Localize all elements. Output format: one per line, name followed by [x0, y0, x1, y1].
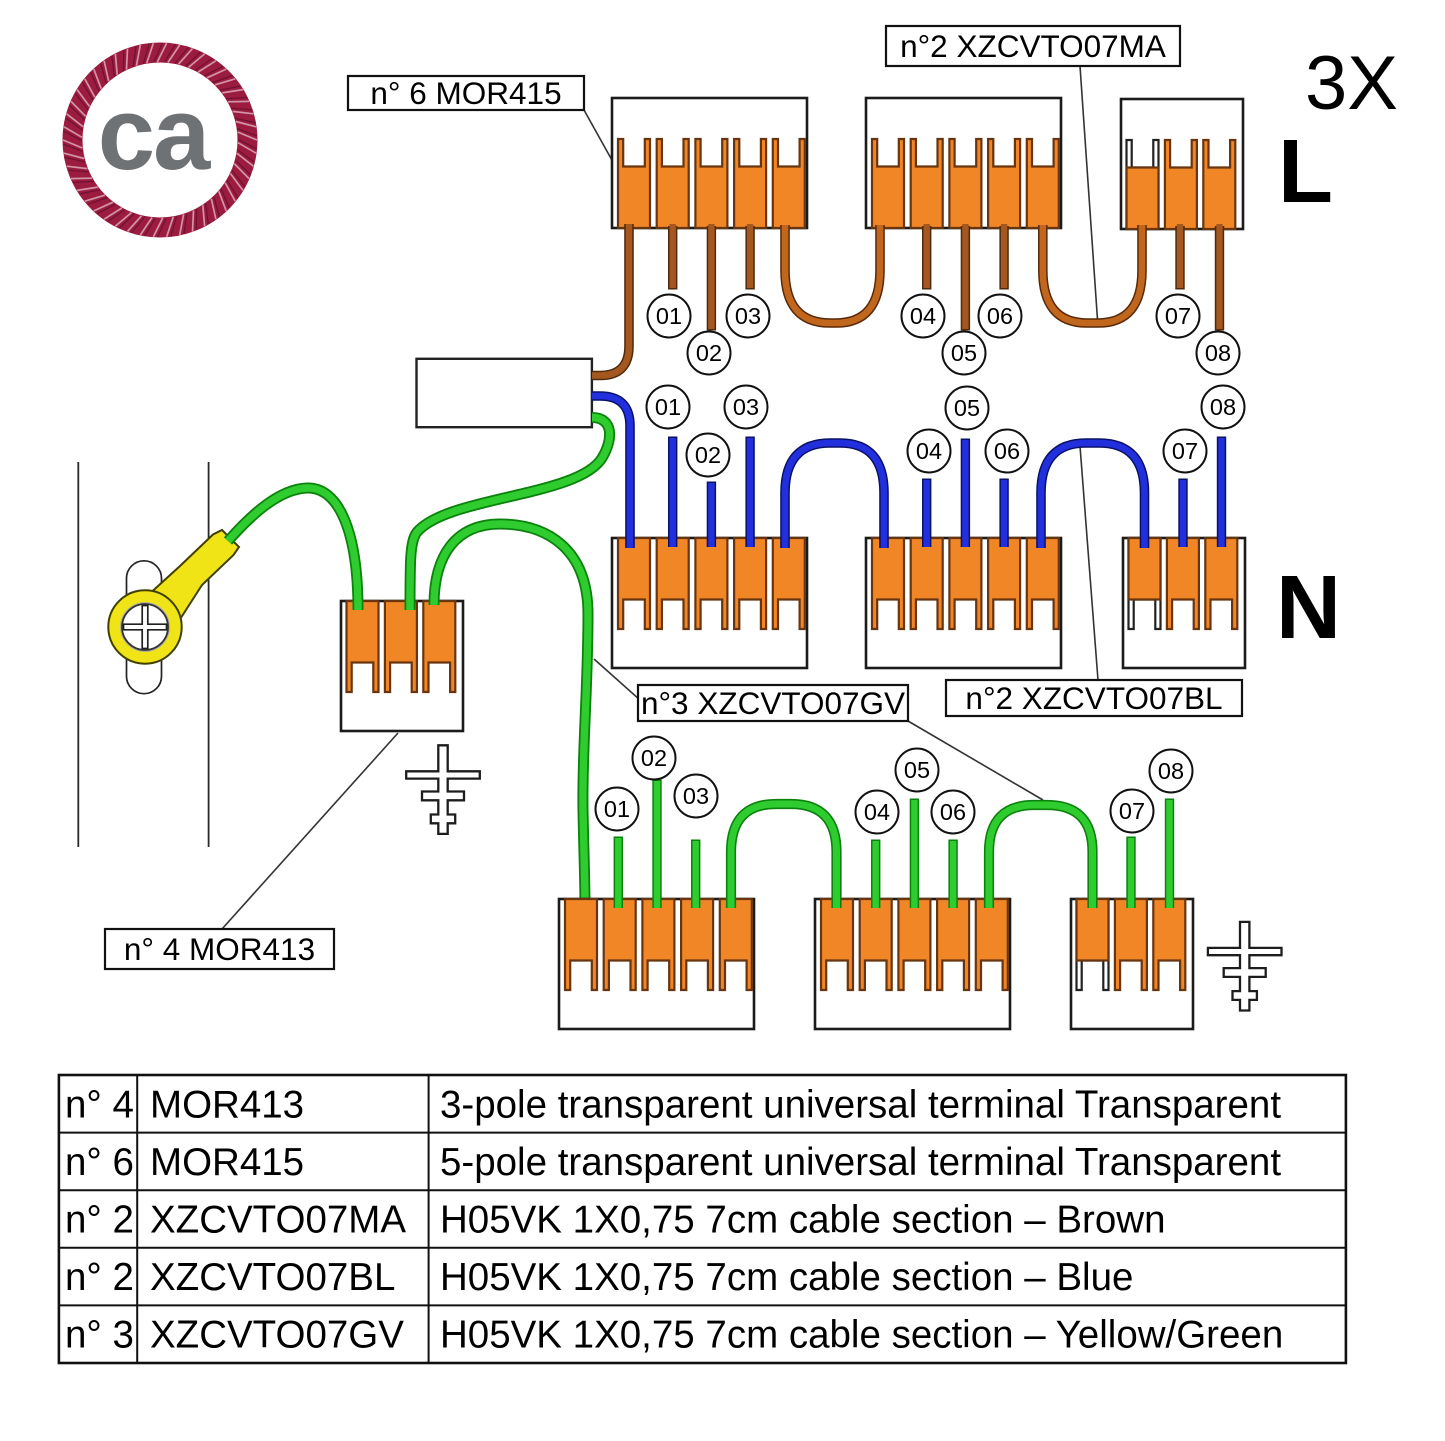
svg-text:02: 02 [696, 340, 722, 366]
svg-text:n° 2: n° 2 [65, 1199, 134, 1242]
svg-text:H05VK 1X0,75 7cm cable section: H05VK 1X0,75 7cm cable section – Yellow/… [440, 1314, 1283, 1357]
svg-text:02: 02 [695, 442, 721, 468]
svg-text:n° 3: n° 3 [65, 1314, 134, 1357]
svg-text:05: 05 [951, 340, 977, 366]
svg-text:03: 03 [733, 394, 759, 420]
svg-text:XZCVTO07MA: XZCVTO07MA [150, 1199, 406, 1242]
svg-text:08: 08 [1205, 340, 1231, 366]
svg-text:08: 08 [1158, 758, 1184, 784]
svg-text:ca: ca [98, 76, 211, 191]
svg-text:n°3 XZCVTO07GV: n°3 XZCVTO07GV [641, 685, 905, 721]
svg-text:MOR413: MOR413 [150, 1083, 304, 1126]
svg-text:N: N [1276, 558, 1341, 658]
svg-text:n° 2: n° 2 [65, 1256, 134, 1299]
svg-text:n° 4 MOR413: n° 4 MOR413 [124, 931, 315, 967]
svg-text:03: 03 [683, 783, 709, 809]
svg-text:03: 03 [735, 303, 761, 329]
svg-text:07: 07 [1119, 798, 1145, 824]
svg-text:5-pole transparent universal t: 5-pole transparent universal terminal Tr… [440, 1141, 1281, 1184]
svg-text:02: 02 [641, 745, 667, 771]
svg-text:MOR415: MOR415 [150, 1141, 304, 1184]
svg-text:04: 04 [864, 799, 890, 825]
svg-text:3X: 3X [1305, 41, 1398, 126]
svg-text:07: 07 [1172, 438, 1198, 464]
svg-text:n°2 XZCVTO07MA: n°2 XZCVTO07MA [900, 28, 1166, 64]
svg-text:01: 01 [656, 303, 682, 329]
svg-text:06: 06 [994, 438, 1020, 464]
svg-text:n° 4: n° 4 [65, 1083, 134, 1126]
svg-text:05: 05 [904, 757, 930, 783]
svg-text:06: 06 [940, 799, 966, 825]
svg-text:01: 01 [655, 394, 681, 420]
svg-text:04: 04 [916, 438, 942, 464]
svg-text:n° 6: n° 6 [65, 1141, 134, 1184]
svg-text:XZCVTO07BL: XZCVTO07BL [150, 1256, 395, 1299]
svg-text:04: 04 [910, 303, 936, 329]
svg-text:05: 05 [954, 395, 980, 421]
svg-text:H05VK 1X0,75 7cm cable section: H05VK 1X0,75 7cm cable section – Blue [440, 1256, 1133, 1299]
svg-text:XZCVTO07GV: XZCVTO07GV [150, 1314, 404, 1357]
svg-text:L: L [1278, 122, 1333, 222]
svg-text:07: 07 [1165, 303, 1191, 329]
svg-text:H05VK 1X0,75 7cm cable section: H05VK 1X0,75 7cm cable section – Brown [440, 1199, 1165, 1242]
svg-text:08: 08 [1210, 394, 1236, 420]
svg-text:n° 6 MOR415: n° 6 MOR415 [370, 75, 561, 111]
svg-text:3-pole transparent universal t: 3-pole transparent universal terminal Tr… [440, 1083, 1281, 1126]
svg-text:06: 06 [987, 303, 1013, 329]
svg-text:01: 01 [604, 796, 630, 822]
svg-text:n°2 XZCVTO07BL: n°2 XZCVTO07BL [965, 680, 1222, 716]
